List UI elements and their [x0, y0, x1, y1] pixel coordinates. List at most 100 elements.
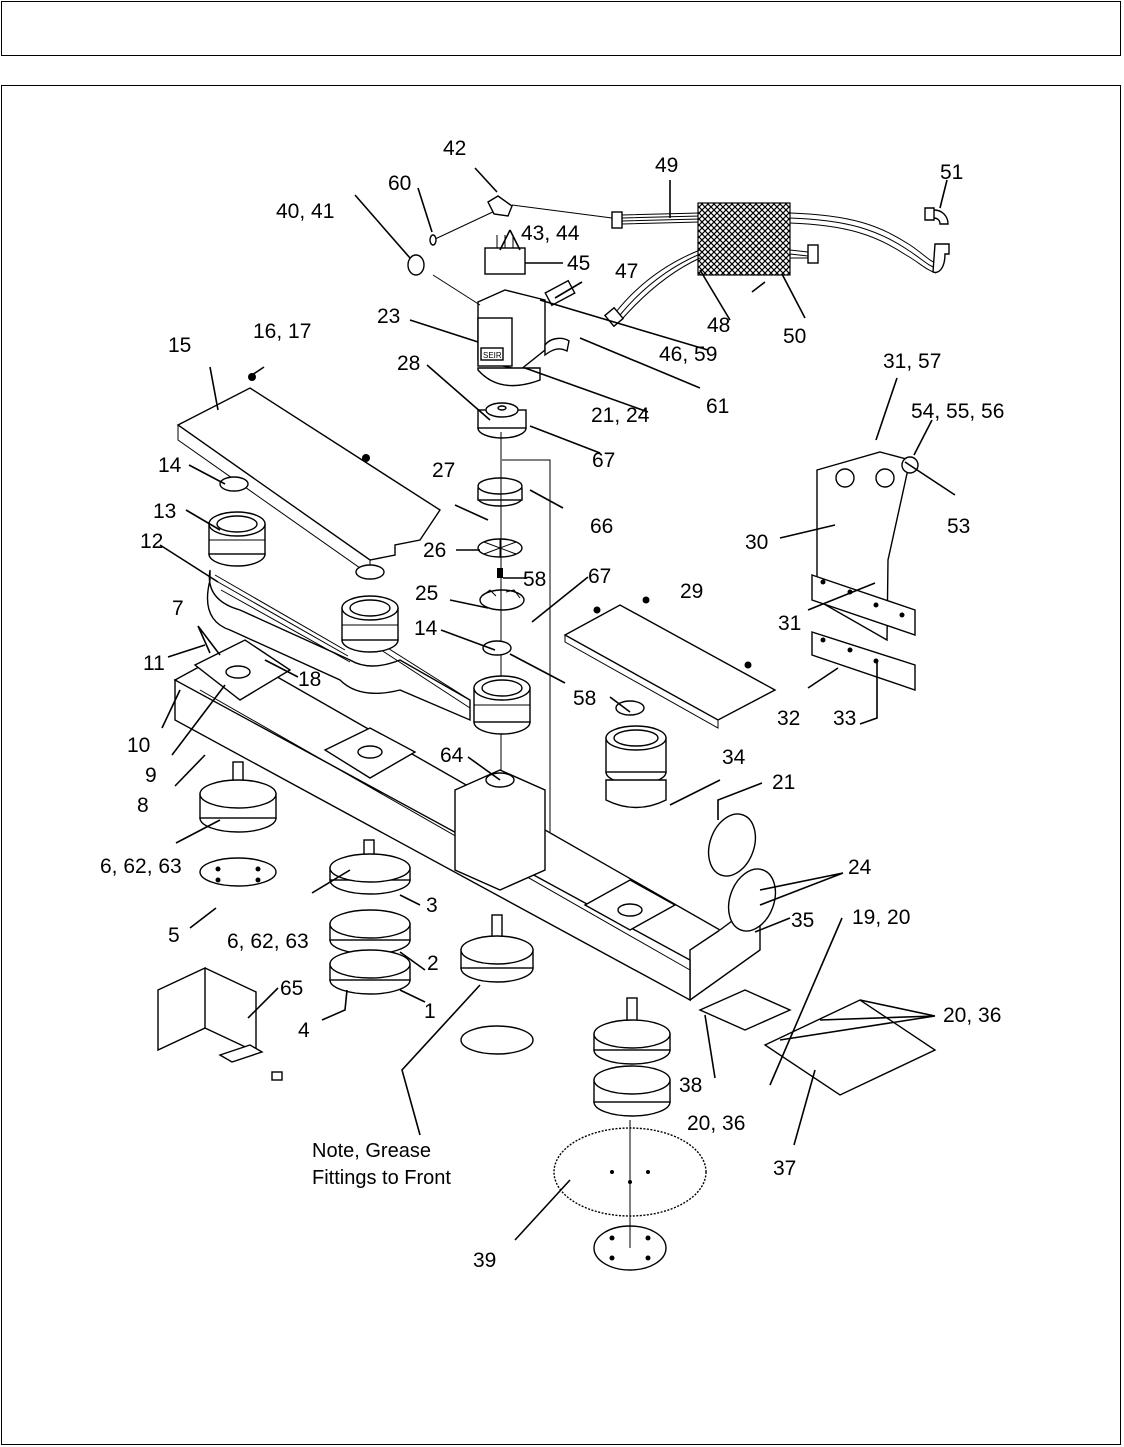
disc-stack-center-right	[460, 914, 534, 1055]
callout-27: 27	[432, 459, 455, 482]
disc-stack-center-left	[329, 839, 411, 995]
callout-54-55-56: 54, 55, 56	[911, 400, 1004, 423]
callout-10: 10	[127, 734, 150, 757]
callout-31-57: 31, 57	[883, 350, 941, 373]
diagram-frame	[1, 85, 1121, 1445]
callout-11: 11	[143, 652, 165, 675]
hydraulic-motor: SEIR	[432, 235, 576, 387]
fitting-40-41	[407, 254, 425, 276]
callout-47: 47	[615, 260, 638, 283]
callout-30: 30	[745, 531, 768, 554]
pulley-13	[208, 511, 266, 567]
header-box	[1, 1, 1121, 56]
hitch-bracket	[811, 451, 919, 691]
callout-12: 12	[140, 530, 163, 553]
callout-38: 38	[679, 1074, 702, 1097]
callout-18: 18	[298, 668, 321, 691]
callout-66: 66	[590, 515, 613, 538]
callout-39: 39	[473, 1249, 496, 1272]
hose-fitting-49	[611, 211, 623, 229]
disc-stack-right	[553, 997, 707, 1271]
callout-9: 9	[145, 764, 157, 787]
pulley-center	[341, 595, 399, 653]
callout-16-17: 16, 17	[253, 320, 311, 343]
callout-32: 32	[777, 707, 800, 730]
callout-3: 3	[426, 894, 438, 917]
screw-16	[248, 373, 256, 381]
leader-lines	[159, 167, 956, 1241]
callout-25: 25	[415, 582, 438, 605]
callout-53: 53	[947, 515, 970, 538]
hose-61	[544, 337, 570, 357]
skid-38	[698, 989, 792, 1031]
callout-6-62-63-center: 6, 62, 63	[227, 930, 309, 953]
callout-65: 65	[280, 977, 303, 1000]
cover-64	[454, 769, 546, 891]
callout-49: 49	[655, 154, 678, 177]
hub-14b	[482, 640, 512, 656]
pulley-right-lower	[605, 725, 667, 809]
callout-15: 15	[168, 334, 191, 357]
callout-67-mid: 67	[588, 565, 611, 588]
hose-assembly	[407, 195, 950, 328]
callout-46-59: 46, 59	[659, 343, 717, 366]
cover-29	[563, 604, 777, 721]
motor-label-plate	[480, 347, 504, 361]
callout-2: 2	[427, 952, 439, 975]
callout-40-41: 40, 41	[276, 200, 334, 223]
callout-67-top: 67	[592, 449, 615, 472]
shield-65	[157, 966, 257, 1054]
disc-stack-left	[199, 761, 277, 887]
grease-note-line1: Note, Grease	[312, 1140, 431, 1162]
callout-7: 7	[172, 597, 184, 620]
callout-14-a: 14	[158, 454, 182, 477]
plate-31	[811, 574, 916, 636]
callout-58-a: 58	[523, 568, 546, 591]
callout-33: 33	[833, 707, 856, 730]
end-plate-21	[707, 813, 757, 877]
callout-26: 26	[423, 539, 446, 562]
end-plate-24	[727, 868, 777, 932]
callout-8: 8	[137, 794, 149, 817]
callout-20-36-lower: 20, 36	[687, 1112, 745, 1135]
elbow-fitting-42	[487, 195, 513, 217]
grease-note-line2: Fittings to Front	[312, 1167, 451, 1189]
callout-29: 29	[680, 580, 703, 603]
cutterbar-frame	[173, 639, 937, 1096]
elbow-fitting-51	[924, 207, 949, 225]
coupler-stack	[477, 402, 527, 611]
hose-guard-50	[697, 202, 791, 276]
callout-37: 37	[773, 1157, 796, 1180]
callout-31: 31	[778, 612, 801, 635]
callout-61: 61	[706, 395, 729, 418]
motor-label: SEIR	[483, 351, 502, 360]
callout-21-24: 21, 24	[591, 404, 650, 427]
cartridge-47	[544, 279, 576, 307]
callout-5: 5	[168, 924, 180, 947]
plate-32	[811, 631, 916, 691]
hub-14a	[219, 476, 249, 492]
hose-fitting-right	[807, 244, 819, 264]
pulley-right-upper	[473, 675, 531, 735]
valve-block-45	[484, 247, 526, 275]
callout-23: 23	[377, 305, 400, 328]
callout-1: 1	[424, 1000, 436, 1023]
callout-labels: 42 60 40, 41 49 43, 44 45 47 48 50 51 23…	[100, 137, 1004, 1272]
callout-13: 13	[153, 500, 176, 523]
callout-34: 34	[722, 746, 746, 769]
callout-20-36-right: 20, 36	[943, 1004, 1001, 1027]
cover-15	[176, 387, 441, 561]
o-ring-60	[429, 234, 437, 246]
shoe-37	[763, 999, 937, 1096]
callout-58-b: 58	[573, 687, 596, 710]
callout-64: 64	[440, 744, 464, 767]
callout-28: 28	[397, 352, 420, 375]
callout-43-44: 43, 44	[521, 222, 580, 245]
callout-50: 50	[783, 325, 806, 348]
callout-4: 4	[298, 1019, 310, 1042]
callout-21: 21	[772, 771, 795, 794]
callout-51: 51	[940, 161, 963, 184]
belt-drive	[206, 476, 667, 809]
callout-19-20: 19, 20	[852, 906, 910, 929]
callout-24: 24	[848, 856, 872, 879]
